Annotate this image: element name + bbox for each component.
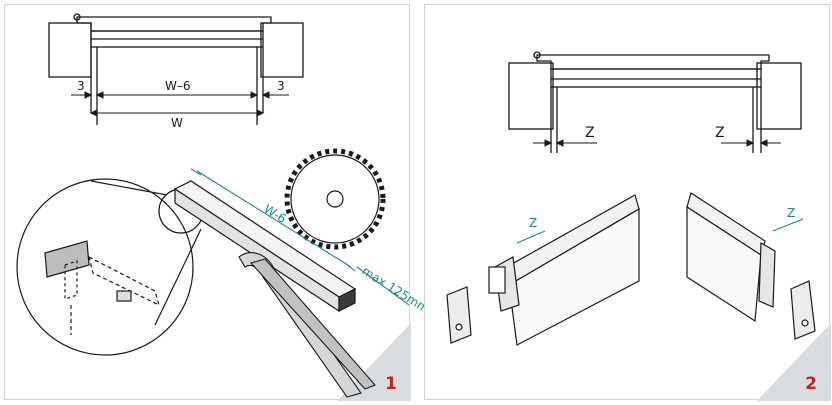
- frame-top: [76, 16, 272, 32]
- frame-top: [536, 54, 770, 70]
- right-profile: [686, 192, 776, 323]
- z-small-right-label: Z: [787, 206, 795, 220]
- step-2-panel: Z Z Z Z 2: [424, 4, 831, 401]
- max-depth-label: max 125mm: [359, 264, 431, 316]
- dim-left-gap: 3: [77, 79, 85, 93]
- frame-hinge: [73, 13, 81, 21]
- z-small-left-label: Z: [529, 216, 537, 230]
- corner-tab: [337, 323, 411, 401]
- dimension-lines: [71, 91, 289, 117]
- detail-circle: [16, 178, 194, 356]
- door-leaf-top: [550, 68, 762, 88]
- cut-length-dimension: [190, 168, 410, 306]
- step-2-illustration: Z Z Z Z: [446, 51, 831, 401]
- step-number: 2: [805, 374, 817, 394]
- frame-hinge: [533, 51, 541, 59]
- saw-blade: [284, 148, 386, 250]
- cut-offcut: [238, 252, 376, 398]
- detail-magnifier: [16, 178, 204, 356]
- corner-tab: [757, 323, 831, 401]
- door-frame-section: [508, 51, 802, 153]
- z-right-label: Z: [715, 125, 725, 141]
- z-left-label: Z: [585, 125, 595, 141]
- cut-length-label: W-6: [261, 202, 288, 226]
- left-end-cap: [446, 286, 472, 344]
- step-1-illustration: 3 3 W–6 W: [16, 13, 431, 401]
- step-1-panel: 3 3 W–6 W: [4, 4, 431, 401]
- left-jamb: [508, 62, 554, 130]
- right-jamb: [756, 62, 802, 130]
- dim-inner-width: W–6: [165, 79, 191, 93]
- step-number: 1: [385, 374, 397, 394]
- right-end-cap: [790, 280, 816, 340]
- dim-outer-width: W: [171, 116, 183, 130]
- door-frame-section: [48, 13, 304, 125]
- left-profile: [488, 194, 640, 346]
- left-jamb: [48, 22, 92, 78]
- right-jamb: [260, 22, 304, 78]
- z-small-dimensions: [516, 218, 804, 244]
- seal-profile: [173, 180, 357, 313]
- dim-right-gap: 3: [277, 79, 285, 93]
- z-dimension-lines: [533, 139, 781, 147]
